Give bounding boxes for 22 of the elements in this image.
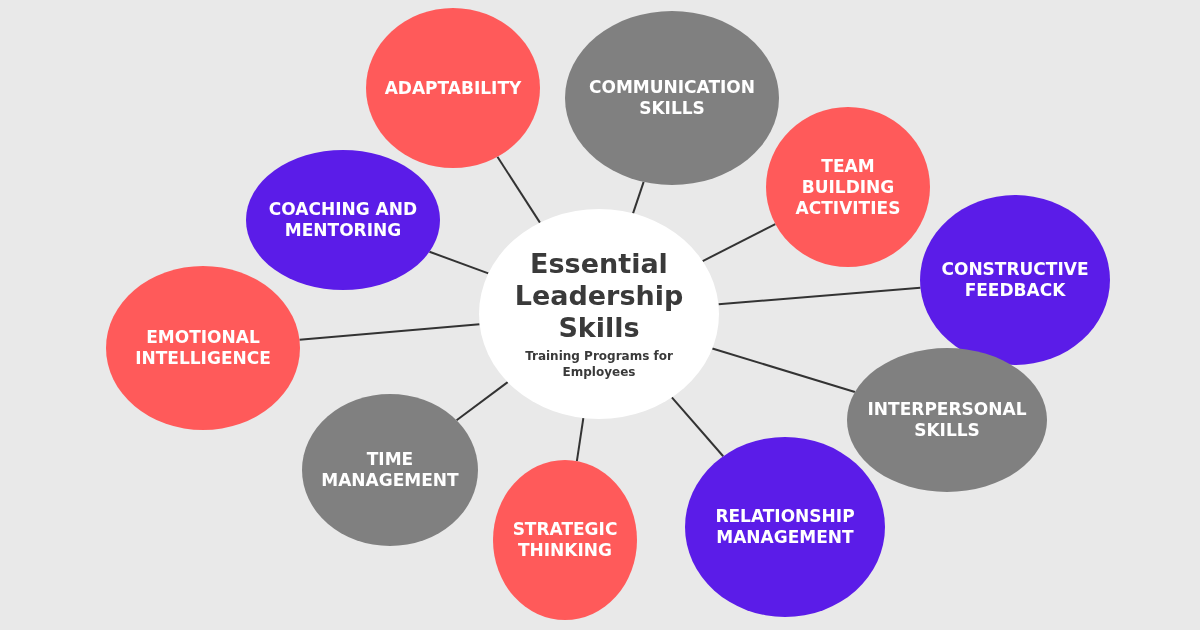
- subtitle-text: Training Programs for Employees: [524, 348, 674, 380]
- skill-label: COMMUNICATION SKILLS: [587, 77, 756, 119]
- connector-line: [670, 396, 725, 458]
- skill-label: ADAPTABILITY: [384, 77, 522, 99]
- skill-label: STRATEGIC THINKING: [511, 519, 619, 561]
- title-text: Essential Leadership Skills: [513, 248, 685, 344]
- connector-line: [701, 223, 777, 263]
- connector-line: [428, 250, 490, 275]
- skill-label: COACHING AND MENTORING: [267, 199, 419, 241]
- connector-line: [298, 323, 481, 341]
- connector-line: [632, 180, 645, 215]
- skill-label: RELATIONSHIP MANAGEMENT: [714, 506, 856, 548]
- connector-line: [575, 417, 585, 463]
- skill-label: CONSTRUCTIVE FEEDBACK: [940, 259, 1090, 301]
- connector-line: [711, 347, 856, 393]
- skill-label: EMOTIONAL INTELLIGENCE: [134, 327, 272, 369]
- skill-label: INTERPERSONAL SKILLS: [866, 399, 1028, 441]
- connector-line: [717, 286, 922, 306]
- connector-line: [496, 155, 541, 224]
- connector-line: [455, 381, 509, 422]
- skill-label: TIME MANAGEMENT: [320, 449, 460, 491]
- skill-label: TEAM BUILDING ACTIVITIES: [794, 155, 902, 219]
